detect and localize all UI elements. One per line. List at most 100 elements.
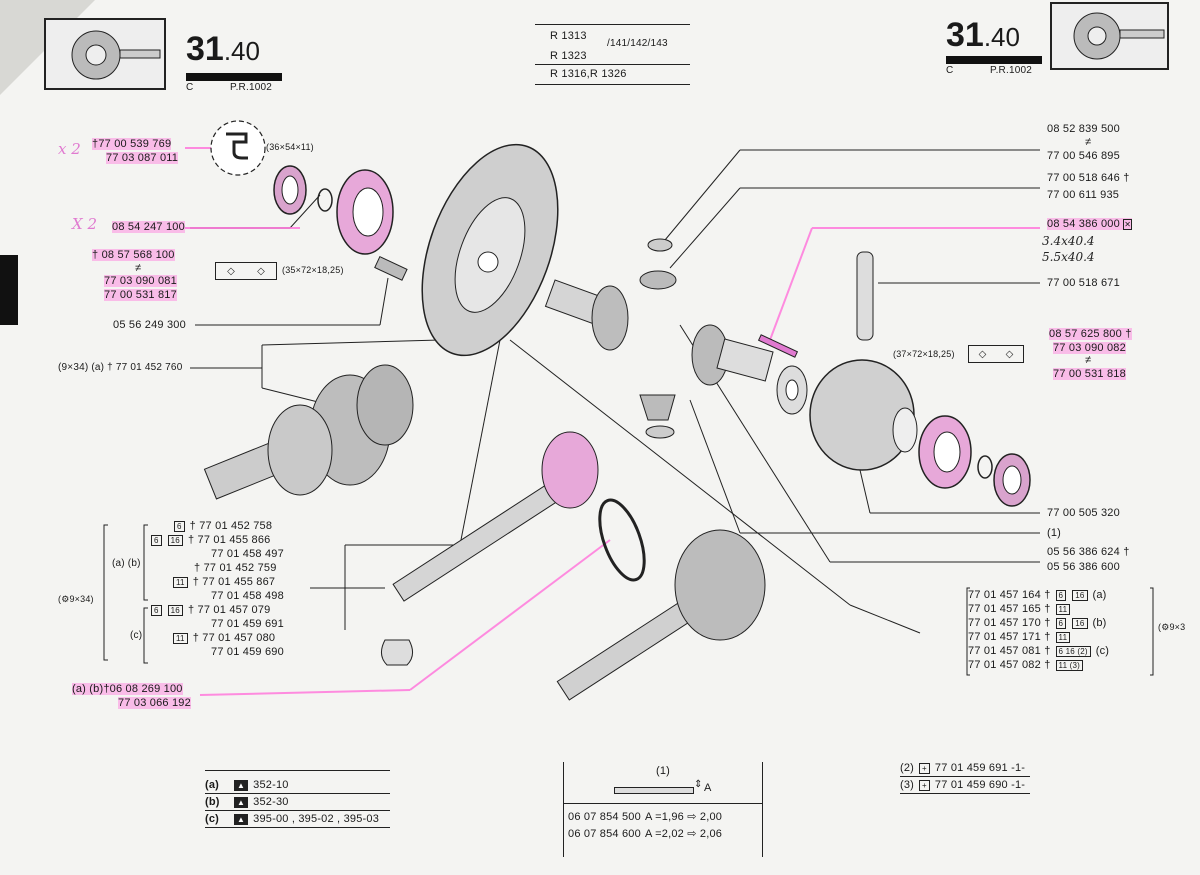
model-3: R 1316,R 1326 xyxy=(550,68,627,80)
code-right: C xyxy=(946,65,954,76)
left-list-c-label: (c) xyxy=(130,630,143,641)
right-callout-7: (1) xyxy=(1047,527,1062,539)
legend-row-b: (b)▲352-30 xyxy=(205,794,390,811)
highlight-leaders xyxy=(185,147,1040,696)
model-2: R 1323 xyxy=(550,50,587,62)
list-item: 11† 77 01 455 867 xyxy=(150,575,284,589)
right-callout-4: 77 00 518 671 xyxy=(1047,277,1120,289)
shim-title: (1) xyxy=(655,765,671,777)
section-number-right: 31.40 xyxy=(946,16,1020,54)
handwritten-qty-mid: X 2 xyxy=(72,215,97,233)
seal-profile-icon xyxy=(226,132,248,160)
planet-washer xyxy=(639,270,677,290)
kit-not-equal: ≠ xyxy=(135,262,142,274)
right-callout-1a: 08 52 839 500 xyxy=(1047,123,1120,135)
legend-table: (a)▲352-10 (b)▲352-30 (c)▲395-00 , 395-0… xyxy=(205,770,390,828)
model-1: R 1313 xyxy=(550,30,587,42)
kit-part-number-3: 77 00 531 817 xyxy=(104,289,177,301)
secondary-gear xyxy=(541,431,599,509)
right-callout-5a: 08 57 625 800 † xyxy=(1049,328,1132,340)
list-item: 77 01 457 171 †11 xyxy=(968,630,1109,644)
section-bar-left xyxy=(186,73,282,81)
pinion-gear xyxy=(591,285,629,351)
shim-diagram: ⇕ A xyxy=(564,777,762,803)
washer-part xyxy=(317,188,333,212)
kit-part-number-2: 77 03 090 081 xyxy=(104,275,177,287)
right-callout-3: 08 54 386 000 ✕ xyxy=(1047,218,1133,230)
legend-row-c: (c)▲395-00 , 395-02 , 395-03 xyxy=(205,811,390,828)
note-row-3: (3)+77 01 459 690 -1- xyxy=(900,777,1030,794)
kit-dimension: (35×72×18,25) xyxy=(282,265,344,275)
roll-pin xyxy=(757,334,799,358)
right-bearing-symbol: ◇◇ xyxy=(968,345,1024,363)
assembly-thumbnail-right xyxy=(1050,2,1169,70)
bolt-part xyxy=(374,255,408,281)
section-bar-right xyxy=(946,56,1042,64)
note-row-2: (2)+77 01 459 691 -1- xyxy=(900,760,1030,777)
differential-shaft xyxy=(856,251,874,341)
right-callout-6: 77 00 505 320 xyxy=(1047,507,1120,519)
seal-part-number-1: †77 00 539 769 xyxy=(92,138,172,150)
handwritten-dims-1: 3.4x40.4 xyxy=(1042,234,1095,248)
circlip-part-number-1: (a) (b)†06 08 269 100 xyxy=(72,683,183,695)
list-item: 77 01 457 082 †11 (3) xyxy=(968,658,1109,672)
code-left: C xyxy=(186,82,194,93)
bearing-symbol: ◇◇ xyxy=(215,262,277,280)
right-callout-5ne: ≠ xyxy=(1085,354,1092,366)
list-item: 77 01 457 081 †6 16 (2)(c) xyxy=(968,645,1110,657)
left-list-group-label: (⚙9×34) xyxy=(58,594,94,604)
list-item: 77 01 458 498 xyxy=(211,590,284,602)
parts-bag-icon xyxy=(381,639,413,666)
section-number-left: 31.40 xyxy=(186,30,260,68)
notes-table: (2)+77 01 459 691 -1- (3)+77 01 459 690 … xyxy=(900,760,1030,794)
right-callout-1b: 77 00 546 895 xyxy=(1047,150,1120,162)
seal-part-number-2: 77 03 087 011 xyxy=(106,152,179,164)
kit-part-number-1: † 08 57 568 100 xyxy=(92,249,175,261)
list-brackets xyxy=(103,524,1154,676)
circlip xyxy=(598,498,646,582)
right-list-group-label: (⚙9×3 xyxy=(1158,622,1186,632)
models-block xyxy=(535,24,690,25)
pr-left: P.R.1002 xyxy=(230,82,273,93)
bolt-part-number: 05 56 249 300 xyxy=(113,319,186,331)
right-callout-8b: 05 56 386 600 xyxy=(1047,561,1120,573)
right-callout-2a: 77 00 518 646 † xyxy=(1047,172,1130,184)
binding-edge xyxy=(0,255,18,325)
bearing-part-number: 08 54 247 100 xyxy=(112,221,185,233)
right-callout-8a: 05 56 386 624 † xyxy=(1047,546,1130,558)
right-bearing-dimension: (37×72×18,25) xyxy=(893,349,955,359)
seal-dimension: (36×54×11) xyxy=(266,142,314,152)
model-suffix: /141/142/143 xyxy=(607,38,668,49)
list-item: 11† 77 01 457 080 xyxy=(150,631,284,645)
list-item: 77 01 459 690 xyxy=(211,646,284,658)
assembly-thumbnail-left xyxy=(44,18,166,90)
right-callout-5c: 77 00 531 818 xyxy=(1053,368,1126,380)
right-callout-2b: 77 00 611 935 xyxy=(1047,189,1120,201)
handwritten-qty-top: x 2 xyxy=(58,140,81,158)
crown-wheel-part-number: (9×34) (a) † 77 01 452 760 xyxy=(58,362,183,373)
seal-detail-circle xyxy=(210,120,266,176)
circlip-part-number-2: 77 03 066 192 xyxy=(118,697,191,709)
list-item: 77 01 457 165 †11 xyxy=(968,602,1109,616)
pr-right: P.R.1002 xyxy=(990,65,1033,76)
legend-row-a: (a)▲352-10 xyxy=(205,777,390,794)
right-callout-1ne: ≠ xyxy=(1085,136,1092,148)
right-callout-5b: 77 03 090 082 xyxy=(1053,342,1126,354)
list-item: † 77 01 452 759 xyxy=(194,562,277,574)
left-list-ab-label: (a) (b) xyxy=(112,558,141,569)
leader-lines xyxy=(190,149,1040,634)
washer-small xyxy=(647,238,673,252)
list-item: 6† 77 01 452 758 xyxy=(150,519,284,533)
handwritten-dims-2: 5.5x40.4 xyxy=(1042,250,1095,264)
output-gear-cluster xyxy=(674,529,766,641)
